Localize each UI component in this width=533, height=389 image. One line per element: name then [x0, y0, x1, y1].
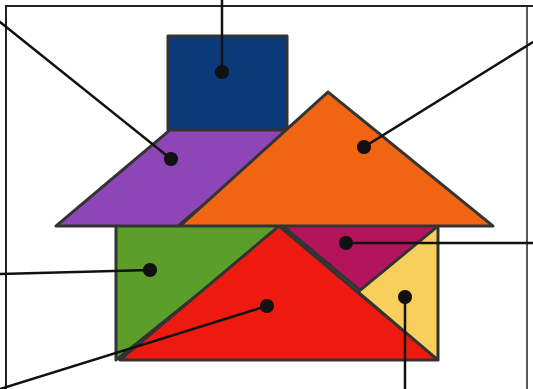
marker-dot-red [260, 299, 274, 313]
marker-dot-yellow [398, 290, 412, 304]
marker-dot-magenta [339, 236, 353, 250]
leader-line-parallelogram [0, 22, 171, 159]
marker-dot-green [143, 263, 157, 277]
marker-dot-roof [357, 140, 371, 154]
marker-dot-parallelogram [164, 152, 178, 166]
leader-line-roof [364, 42, 533, 147]
square-piece [168, 36, 287, 130]
marker-dot-square [215, 65, 229, 79]
